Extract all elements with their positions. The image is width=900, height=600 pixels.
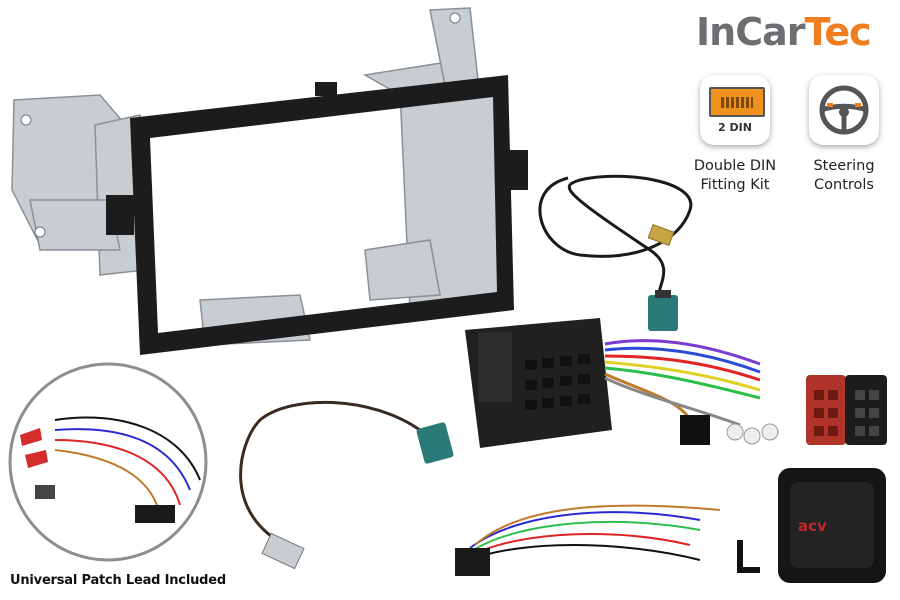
mounting-cage — [11, 7, 506, 346]
brand-name-part1: InCar — [696, 10, 805, 54]
brand-name-part2: Tec — [804, 10, 871, 54]
feature-double-din: 2 DIN Double DIN Fitting Kit — [680, 75, 790, 195]
aerial-adaptor-cable — [538, 174, 693, 311]
steering-wheel-icon — [809, 75, 879, 145]
module-logo: acv — [798, 517, 827, 535]
feature-steering-line2: Controls — [814, 177, 874, 193]
aerial-adaptor-bottom — [239, 400, 454, 570]
feature-double-din-line1: Double DIN — [693, 158, 777, 174]
feature-double-din-line2: Fitting Kit — [700, 177, 770, 193]
control-interface-module: acv — [778, 468, 886, 583]
patch-lead-inset — [8, 362, 208, 562]
patch-lead-plug — [455, 548, 490, 576]
feature-steering-line1: Steering — [813, 158, 875, 174]
fakra-connector-top — [648, 290, 678, 331]
patch-lead-cable — [469, 504, 721, 561]
patch-lead-label: Universal Patch Lead Included — [10, 573, 226, 588]
jack-plug — [737, 540, 760, 573]
smb-connector — [647, 224, 675, 246]
brand-logo: InCarTec — [696, 10, 872, 54]
quadlock-harness — [465, 318, 779, 448]
double-din-icon: 2 DIN — [700, 75, 770, 145]
double-din-fascia — [106, 75, 528, 355]
double-din-badge: 2 DIN — [718, 121, 752, 134]
iso-connectors — [806, 375, 887, 445]
